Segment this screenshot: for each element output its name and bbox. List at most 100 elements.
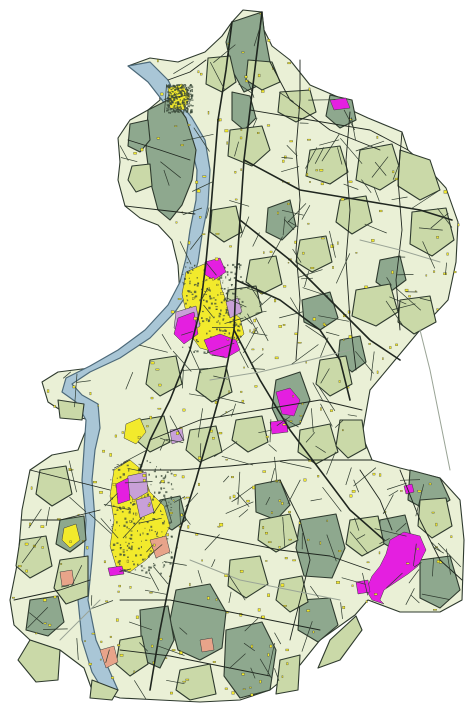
building — [149, 529, 151, 532]
parcel-line — [188, 393, 207, 398]
rural-building — [299, 420, 302, 423]
parcel-line — [351, 117, 356, 141]
parcel-line — [319, 139, 340, 146]
building — [185, 92, 188, 94]
building — [185, 84, 187, 87]
rural-building — [287, 202, 290, 205]
rural-building — [133, 152, 137, 155]
building — [219, 329, 222, 332]
building — [184, 93, 186, 96]
rural-building — [289, 140, 293, 143]
building — [121, 511, 124, 513]
building — [142, 532, 144, 535]
rural-buildings — [12, 13, 460, 697]
rural-building — [135, 512, 138, 516]
rural-building — [433, 270, 436, 273]
building — [139, 554, 142, 556]
building — [182, 274, 184, 275]
rural-building — [197, 70, 200, 74]
rural-building — [338, 550, 342, 552]
building — [211, 297, 213, 300]
building — [146, 460, 148, 462]
building — [184, 99, 185, 101]
building — [169, 503, 172, 505]
building — [185, 96, 188, 98]
rural-building — [245, 79, 249, 83]
building — [167, 84, 170, 86]
rural-building — [450, 535, 453, 538]
building — [148, 566, 151, 569]
rural-building — [117, 590, 120, 593]
rural-building — [262, 526, 265, 530]
building — [167, 105, 169, 107]
building — [178, 97, 181, 98]
parcel-line — [329, 230, 336, 258]
building — [152, 518, 155, 520]
building — [168, 501, 170, 504]
rural-building — [43, 622, 47, 625]
parcel-line — [90, 595, 93, 606]
rural-building — [257, 73, 261, 78]
rural-building — [368, 343, 371, 345]
parcel-line — [301, 621, 313, 652]
building — [165, 561, 167, 563]
parcel-line — [371, 156, 389, 178]
building — [162, 536, 163, 538]
rural-building — [219, 523, 224, 527]
parcel-line — [251, 353, 264, 364]
parcel-line — [243, 642, 256, 652]
rural-building — [199, 216, 202, 219]
rural-building — [214, 257, 219, 261]
building — [176, 86, 179, 88]
rural-building — [308, 459, 312, 462]
building — [172, 87, 175, 89]
rural-building — [84, 640, 86, 642]
parcel-line — [326, 534, 337, 562]
building — [171, 101, 174, 103]
parcel-line — [289, 297, 301, 316]
parcel-line — [247, 79, 255, 98]
parcel-line — [343, 109, 356, 131]
building — [170, 483, 173, 486]
parcel-line — [255, 310, 267, 314]
building — [141, 569, 144, 572]
rural-building — [239, 570, 244, 573]
rural-building — [330, 409, 333, 412]
rural-building — [288, 510, 291, 514]
building — [180, 110, 182, 113]
parcel-line — [234, 141, 239, 157]
parcel-line — [224, 317, 244, 324]
building — [168, 91, 171, 94]
rural-building — [299, 415, 303, 417]
parcel-line — [240, 216, 250, 238]
rural-building — [453, 271, 457, 274]
building — [224, 329, 227, 332]
building — [183, 98, 186, 100]
parcel-line — [119, 568, 132, 573]
building — [209, 316, 211, 319]
building — [156, 536, 159, 537]
parcel-line — [310, 498, 323, 502]
rural-building — [99, 658, 102, 661]
rural-building — [371, 239, 375, 242]
parcel-line — [281, 157, 293, 159]
rural-building — [198, 482, 200, 486]
rural-building — [159, 638, 163, 641]
rural-building — [142, 479, 146, 482]
building — [114, 513, 117, 515]
building — [171, 111, 174, 113]
parcel-line — [355, 140, 385, 152]
rural-building — [338, 380, 341, 383]
parcel-line — [430, 212, 449, 229]
parcel-line — [287, 203, 307, 223]
building — [153, 563, 155, 565]
building — [193, 284, 196, 286]
building — [210, 302, 213, 305]
rural-building — [274, 356, 279, 360]
building — [192, 269, 194, 271]
building — [113, 549, 115, 551]
rural-building — [126, 559, 129, 563]
parcel-line — [355, 351, 374, 374]
rural-building — [322, 322, 326, 326]
building — [119, 563, 121, 566]
